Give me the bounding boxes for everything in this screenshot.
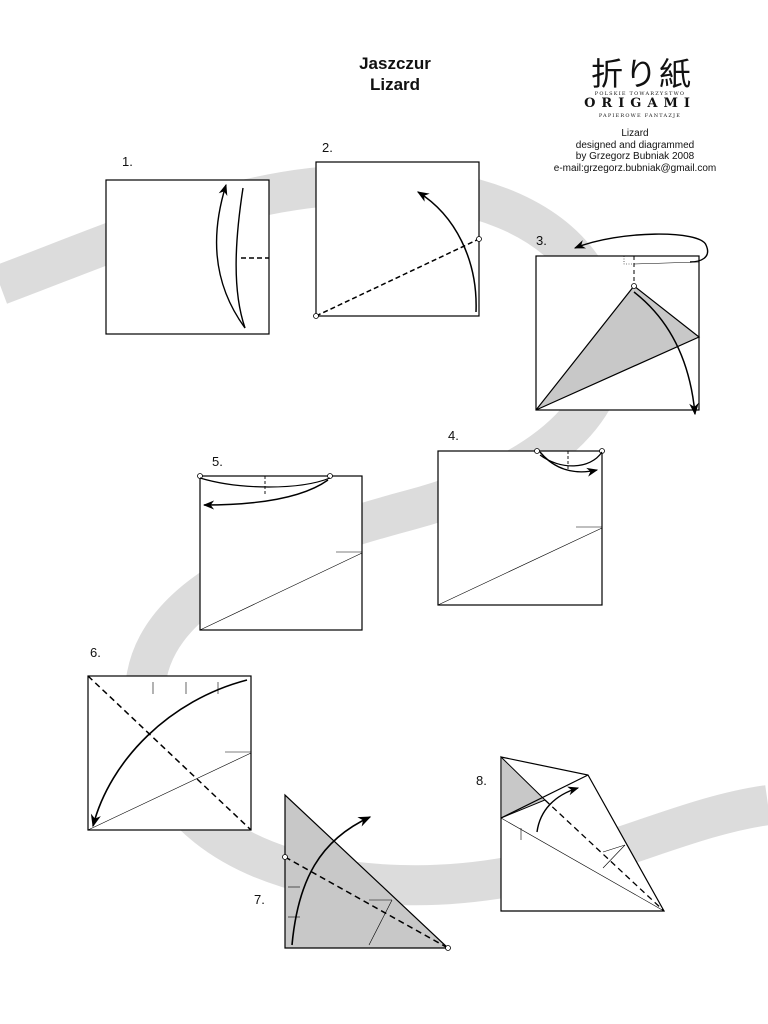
title-polish: Jaszczur (359, 54, 431, 73)
step-7-diagram (282, 793, 451, 951)
step-number-2: 2. (322, 140, 333, 155)
credits-email: e-mail:grzegorz.bubniak@gmail.com (553, 162, 717, 174)
credits-line2: by Grzegorz Bubniak 2008 (575, 151, 695, 162)
step-3-diagram (535, 233, 709, 416)
step-number-6: 6. (90, 645, 101, 660)
logo-main-text: ORIGAMI (584, 96, 696, 111)
credits-model: Lizard (621, 128, 649, 139)
step-5-diagram (197, 473, 363, 631)
title-english: Lizard (369, 75, 421, 94)
credits-block: Lizard designed and diagrammed by Grzego… (540, 128, 730, 174)
logo-bottom-line: PAPIEROWE FANTAZJE (598, 113, 682, 119)
logo-top-line: POLSKIE TOWARZYSTWO (594, 91, 686, 97)
step-1-diagram (105, 179, 270, 335)
step-6-diagram (87, 675, 252, 831)
step-8-diagram (500, 755, 666, 912)
step-4-diagram (437, 448, 605, 606)
step-number-8: 8. (476, 773, 487, 788)
logo-kanji: 折り紙 (590, 55, 693, 93)
step-number-1: 1. (122, 154, 133, 169)
credits-line1: designed and diagrammed (575, 139, 695, 151)
step-number-4: 4. (448, 428, 459, 443)
step-2-diagram (313, 161, 482, 319)
step-number-5: 5. (212, 454, 223, 469)
step-number-3: 3. (536, 233, 547, 248)
step-number-7: 7. (254, 892, 265, 907)
